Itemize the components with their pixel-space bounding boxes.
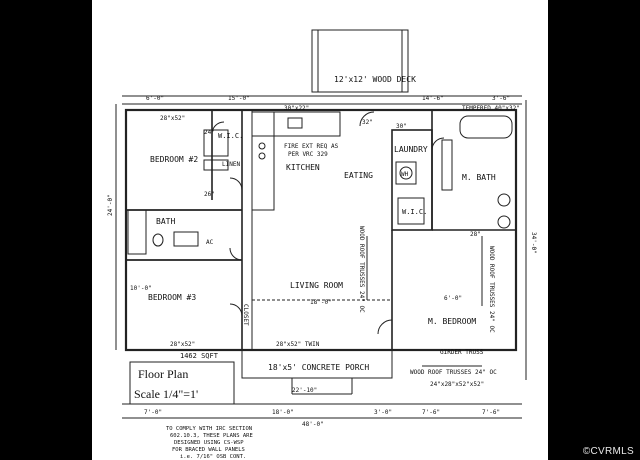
- linen-label: LINEN: [222, 161, 240, 168]
- fire-ext-label-2: PER VRC 329: [288, 151, 328, 158]
- dim-top-2: 15'-0": [228, 95, 250, 102]
- dim-10: 10'-0": [130, 285, 152, 292]
- dim-bottom-1: 7'-0": [144, 409, 162, 416]
- door-dim-24: 24": [204, 129, 215, 136]
- dim-6: 6'-0": [444, 295, 462, 302]
- ac-label: AC: [206, 239, 214, 246]
- code-note-line-4: FOR BRACED WALL PANELS: [172, 447, 245, 453]
- porch-label: 18'x5' CONCRETE PORCH: [268, 363, 369, 372]
- girder-truss-label: GIRDER TRUSS: [440, 349, 484, 356]
- fire-ext-label: FIRE EXT REQ AS: [284, 143, 339, 150]
- dim-bottom-2: 18'-0": [272, 409, 294, 416]
- overall-depth-right-dim: 34'-0": [530, 232, 537, 254]
- overall-width-dim: 48'-0": [302, 421, 324, 428]
- dim-top-1: 6'-0": [146, 95, 164, 102]
- living-room-label: LIVING ROOM: [290, 281, 343, 290]
- eating-label: EATING: [344, 171, 373, 180]
- bath-label: BATH: [156, 217, 175, 226]
- code-note-line-3: DESIGNED USING CS-WSP: [174, 440, 244, 446]
- door-dim-28: 28": [470, 231, 481, 238]
- water-heater-label: WH: [401, 171, 409, 178]
- code-note-line-2: 602.10.3, THESE PLANS ARE: [170, 433, 253, 439]
- porch-steps-dim: 22'-10": [292, 387, 317, 394]
- square-footage-label: 1462 SQFT: [180, 352, 219, 360]
- roof-truss-label-left: WOOD ROOF TRUSSES 24" OC: [358, 226, 365, 313]
- roof-truss-label-right: WOOD ROOF TRUSSES 24" OC: [488, 246, 495, 333]
- bedroom2-label: BEDROOM #2: [150, 155, 198, 164]
- window-label-br3: 28"x52": [170, 341, 195, 348]
- master-bedroom-label: M. BEDROOM: [428, 317, 476, 326]
- master-bath-label: M. BATH: [462, 173, 496, 182]
- deck-outline: [311, 29, 409, 93]
- wic-label: W.I.C.: [218, 132, 243, 140]
- floor-plan-title: Floor Plan: [138, 367, 188, 381]
- roof-truss-label-bottom: WOOD ROOF TRUSSES 24" OC: [410, 369, 497, 376]
- bedroom3-label: BEDROOM #3: [148, 293, 196, 302]
- closet-label: CLOSET: [242, 304, 249, 326]
- floor-plan-drawing: 12'x12' WOOD DECK TEMPERED 40"x32" 28"x5…: [107, 29, 537, 460]
- dim-bottom-5: 7'-6": [482, 409, 500, 416]
- door-dim-26: 26": [204, 191, 215, 198]
- scale-label: Scale 1/4"=1': [134, 387, 198, 401]
- window-label-br2: 28"x52": [160, 115, 185, 122]
- dim-18: 18'-0": [310, 299, 332, 306]
- dim-bottom-3: 3'-0": [374, 409, 392, 416]
- window-label-kitchen: 30"x22": [284, 105, 309, 112]
- watermark: ©CVRMLS: [582, 446, 634, 457]
- window-label-mbr: 24"x28"x52"x52": [430, 381, 484, 388]
- floor-plan-sheet: 12'x12' WOOD DECK TEMPERED 40"x32" 28"x5…: [92, 0, 548, 460]
- deck-label: 12'x12' WOOD DECK: [334, 75, 416, 84]
- dim-bottom-4: 7'-6": [422, 409, 440, 416]
- tempered-window-label: TEMPERED 40"x32": [462, 105, 520, 112]
- dim-top-4: 3'-6": [492, 95, 510, 102]
- window-label-twin: 28"x52" TWIN: [276, 341, 320, 348]
- kitchen-label: KITCHEN: [286, 163, 320, 172]
- wic2-label: W.I.C.: [402, 208, 427, 216]
- door-dim-30: 30": [396, 123, 407, 130]
- code-note-line-1: TO COMPLY WITH IRC SECTION: [166, 426, 252, 432]
- door-dim-32: 32": [362, 119, 373, 126]
- code-note-line-5: i.e. 7/16" OSB CONT.: [180, 454, 246, 460]
- overall-depth-left-dim: 24'-0": [107, 194, 114, 216]
- laundry-label: LAUNDRY: [394, 145, 428, 154]
- dim-top-3: 14'-6": [422, 95, 444, 102]
